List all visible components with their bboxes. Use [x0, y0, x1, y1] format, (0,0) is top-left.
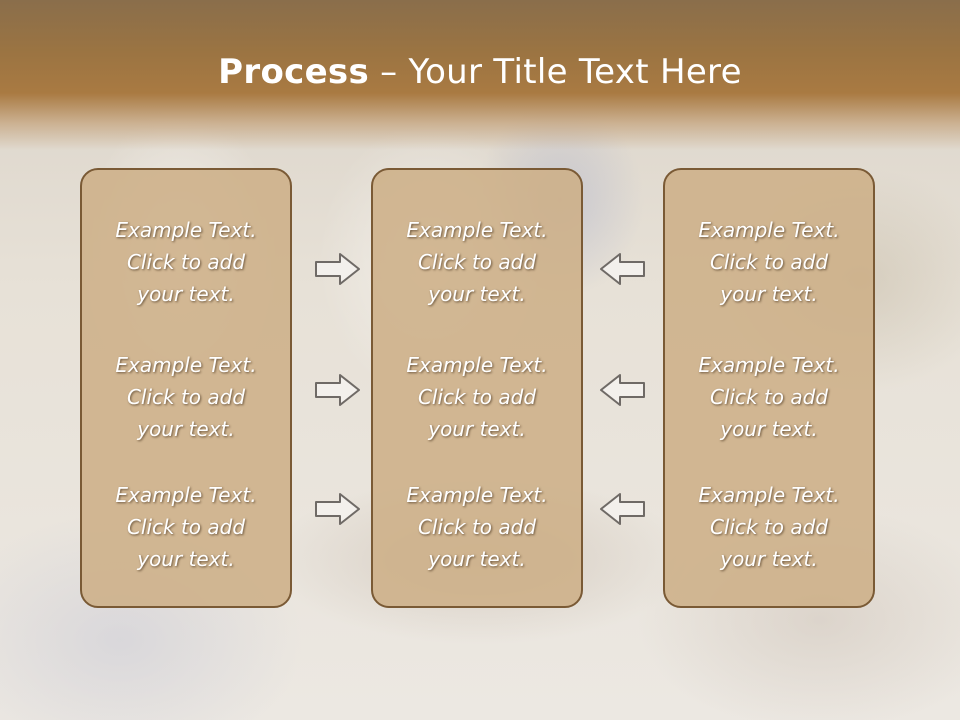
text-line: Example Text. [115, 353, 257, 377]
text-line: Click to add [709, 515, 829, 539]
arrow-right-icon [315, 253, 360, 285]
arrow-left-icon [600, 493, 645, 525]
process-panel-right: Example Text. Click to add your text. Ex… [663, 168, 875, 608]
text-line: your text. [428, 547, 526, 571]
text-line: Click to add [709, 250, 829, 274]
text-line: your text. [137, 282, 235, 306]
text-line: Example Text. [406, 218, 548, 242]
title-banner [0, 0, 960, 150]
text-line: Example Text. [406, 353, 548, 377]
text-line: Click to add [417, 385, 537, 409]
text-line: Example Text. [406, 483, 548, 507]
text-block[interactable]: Example Text. Click to add your text. [665, 349, 873, 445]
arrow-right-icon [315, 374, 360, 406]
text-block[interactable]: Example Text. Click to add your text. [373, 479, 581, 575]
text-block[interactable]: Example Text. Click to add your text. [665, 214, 873, 310]
text-block[interactable]: Example Text. Click to add your text. [82, 479, 290, 575]
text-line: Click to add [126, 250, 246, 274]
arrow-left-icon [600, 253, 645, 285]
text-line: Click to add [126, 515, 246, 539]
text-line: Example Text. [698, 353, 840, 377]
text-line: your text. [428, 282, 526, 306]
text-block[interactable]: Example Text. Click to add your text. [82, 349, 290, 445]
text-line: Example Text. [115, 218, 257, 242]
text-line: your text. [720, 282, 818, 306]
text-line: Click to add [709, 385, 829, 409]
slide-title[interactable]: Process – Your Title Text Here [0, 52, 960, 92]
text-line: Click to add [126, 385, 246, 409]
text-line: your text. [137, 417, 235, 441]
title-bold: Process [218, 52, 370, 92]
text-line: your text. [720, 417, 818, 441]
text-line: Example Text. [115, 483, 257, 507]
text-line: your text. [720, 547, 818, 571]
arrow-left-icon [600, 374, 645, 406]
arrow-right-icon [315, 493, 360, 525]
process-panel-left: Example Text. Click to add your text. Ex… [80, 168, 292, 608]
text-block[interactable]: Example Text. Click to add your text. [665, 479, 873, 575]
text-block[interactable]: Example Text. Click to add your text. [82, 214, 290, 310]
text-line: Click to add [417, 250, 537, 274]
text-line: your text. [137, 547, 235, 571]
text-line: Example Text. [698, 218, 840, 242]
text-block[interactable]: Example Text. Click to add your text. [373, 349, 581, 445]
text-block[interactable]: Example Text. Click to add your text. [373, 214, 581, 310]
text-line: Click to add [417, 515, 537, 539]
text-line: Example Text. [698, 483, 840, 507]
title-rest: – Your Title Text Here [369, 52, 742, 92]
process-panel-center: Example Text. Click to add your text. Ex… [371, 168, 583, 608]
text-line: your text. [428, 417, 526, 441]
